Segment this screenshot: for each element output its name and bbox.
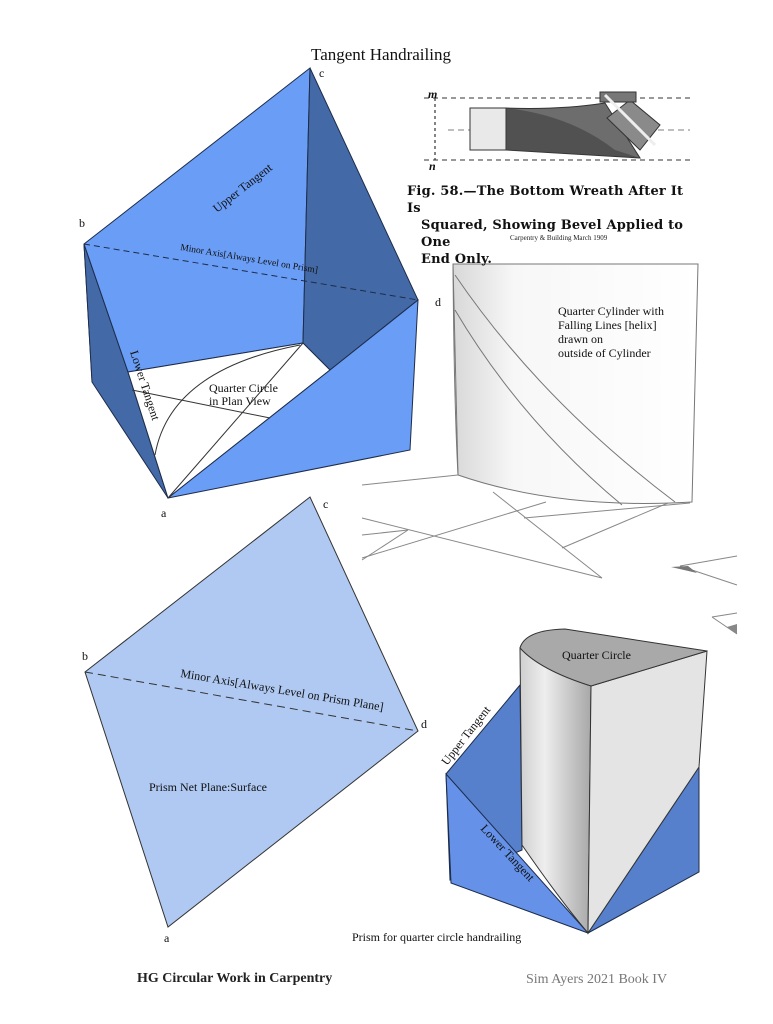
net-surface-label: Prism Net Plane:Surface xyxy=(149,780,267,794)
quarter-circle-prism: Quarter Circle Upper Tangent Lower Tange… xyxy=(352,628,708,944)
bevel-handle xyxy=(599,91,637,103)
cylinder-note: Quarter Cylinder with Falling Lines [hel… xyxy=(558,304,664,360)
cylinder-note-line: outside of Cylinder xyxy=(558,346,651,360)
plan-line xyxy=(131,389,271,419)
chord-line xyxy=(167,342,304,499)
fig58-caption-line1: Fig. 58.—The Bottom Wreath After It Is xyxy=(407,184,684,216)
lower-tangent-face xyxy=(445,772,589,934)
ground-lines xyxy=(361,474,738,635)
net-vertex-d-label: d xyxy=(421,717,427,731)
vertex-c-label: c xyxy=(319,66,324,80)
marker-n: n xyxy=(429,159,436,173)
minor-axis-line xyxy=(83,243,419,301)
vertex-d-label: d xyxy=(435,295,441,309)
lower-right-face xyxy=(167,298,419,499)
cylinder-note-line: Falling Lines [helix] xyxy=(558,318,657,332)
page-title: Tangent Handrailing xyxy=(311,45,451,64)
quarter-cylinder xyxy=(361,263,738,635)
cylinder-note-line: Quarter Cylinder with xyxy=(558,304,664,318)
fig58-caption: Fig. 58.—The Bottom Wreath After It Is S… xyxy=(407,183,697,268)
qp-caption: Prism for quarter circle handrailing xyxy=(352,930,521,944)
quarter-circle-top-label: Quarter Circle xyxy=(562,648,631,662)
top-prism: Upper Tangent Minor Axis[Always Level on… xyxy=(79,66,441,520)
marker-m: m xyxy=(428,87,437,101)
net-vertex-c-label: c xyxy=(323,497,328,511)
net-minor-axis-line xyxy=(84,671,419,732)
footer-left: HG Circular Work in Carpentry xyxy=(137,971,333,986)
footer-right: Sim Ayers 2021 Book IV xyxy=(526,972,668,987)
cylinder-note-line: drawn on xyxy=(558,332,603,346)
fig58-source: Carpentry & Building March 1909 xyxy=(510,234,608,242)
quarter-circle-arc xyxy=(154,344,301,456)
quarter-circle-top xyxy=(519,628,708,687)
plan-view-line2: in Plan View xyxy=(209,394,271,408)
helix-line-lower xyxy=(454,309,623,506)
helix-line-upper xyxy=(454,274,676,503)
cylinder-face xyxy=(452,263,699,504)
upper-tangent-face xyxy=(83,66,311,373)
vertex-b-label: b xyxy=(79,216,85,230)
wreath-end-block xyxy=(469,107,507,151)
plan-view-line1: Quarter Circle xyxy=(209,381,278,395)
net-plane-surface xyxy=(84,496,419,928)
fig58-caption-line2: Squared, Showing Bevel Applied to One xyxy=(421,218,684,250)
fig58-caption-line3: End Only. xyxy=(421,252,493,267)
vertex-a-label: a xyxy=(161,506,167,520)
net-vertex-a-label: a xyxy=(164,931,170,945)
prism-net-plane: Minor Axis[Always Level on Prism Plane] … xyxy=(82,496,427,945)
fig58-engraving: m n xyxy=(424,87,690,173)
net-vertex-b-label: b xyxy=(82,649,88,663)
